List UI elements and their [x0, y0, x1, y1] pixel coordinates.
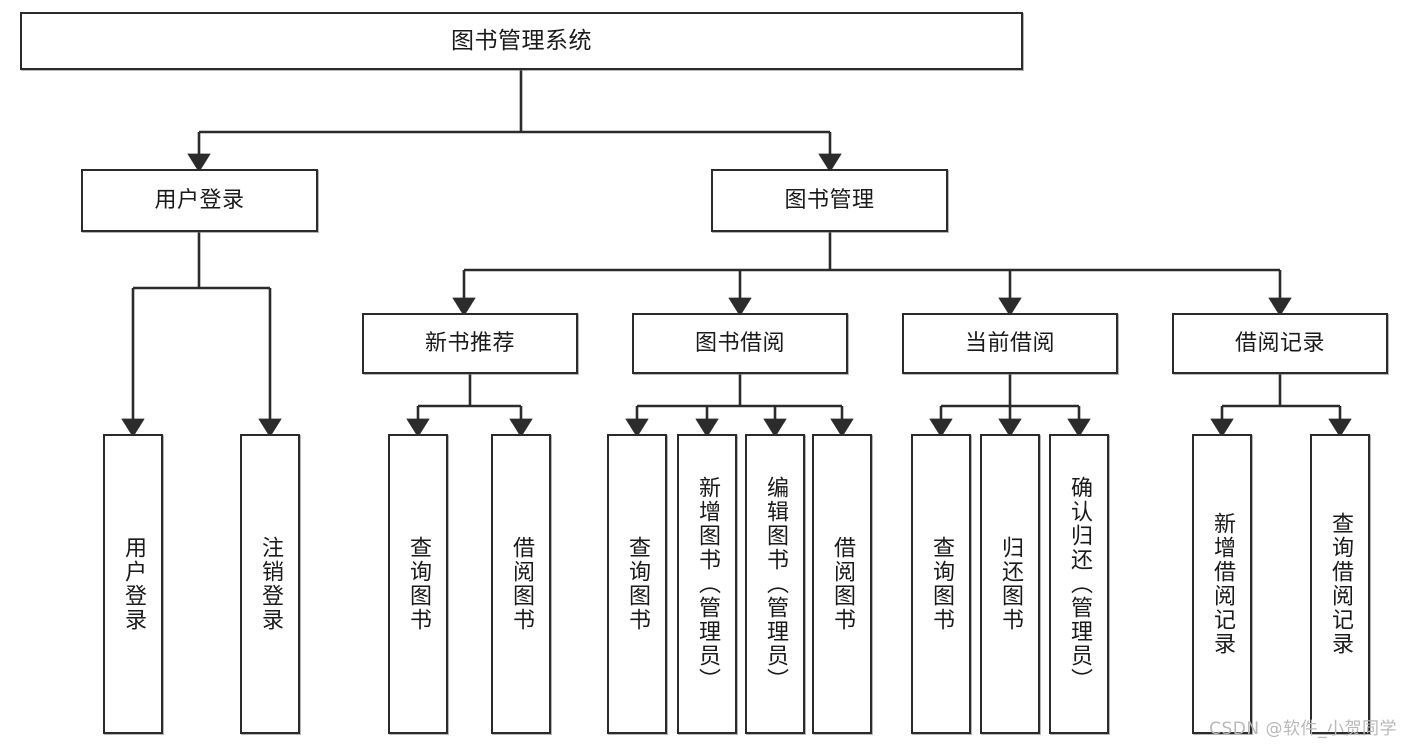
- node-label: 查询图书: [928, 536, 954, 632]
- node-label: 新增借阅记录: [1209, 512, 1235, 656]
- node-label: 图书管理: [784, 187, 875, 213]
- node-label: 新增图书（管理员）: [694, 476, 720, 692]
- leaf-borrow-record-query-record[interactable]: 查询借阅记录: [1310, 434, 1370, 734]
- node-borrowing-records[interactable]: 借阅记录: [1172, 313, 1388, 374]
- node-label: 查询图书: [405, 536, 431, 632]
- leaf-borrow-book-add-book-admin[interactable]: 新增图书（管理员）: [677, 434, 737, 734]
- node-label: 注销登录: [257, 536, 283, 632]
- node-label: 借阅图书: [829, 536, 855, 632]
- node-label: 图书管理系统: [451, 27, 592, 54]
- leaf-borrow-book-edit-book-admin[interactable]: 编辑图书（管理员）: [745, 434, 805, 734]
- node-label: 图书借阅: [694, 330, 785, 356]
- leaf-new-book-borrow-book[interactable]: 借阅图书: [491, 434, 551, 734]
- node-book-management[interactable]: 图书管理: [711, 169, 948, 232]
- node-root-book-management-system[interactable]: 图书管理系统: [20, 12, 1023, 70]
- leaf-current-borrow-return-book[interactable]: 归还图书: [980, 434, 1040, 734]
- leaf-current-borrow-confirm-return-admin[interactable]: 确认归还（管理员）: [1049, 434, 1109, 734]
- node-label: 用户登录: [120, 536, 146, 632]
- leaf-user-login-logout[interactable]: 注销登录: [240, 434, 300, 734]
- leaf-borrow-book-borrow-book[interactable]: 借阅图书: [812, 434, 872, 734]
- node-label: 查询借阅记录: [1327, 512, 1353, 656]
- csdn-watermark: CSDN @软件_小贺同学: [1209, 719, 1397, 739]
- leaf-current-borrow-query-book[interactable]: 查询图书: [911, 434, 971, 734]
- node-label: 借阅记录: [1234, 330, 1325, 356]
- node-label: 编辑图书（管理员）: [762, 476, 788, 692]
- node-label: 当前借阅: [964, 330, 1055, 356]
- node-book-borrowing[interactable]: 图书借阅: [632, 313, 848, 374]
- node-user-login[interactable]: 用户登录: [81, 169, 318, 232]
- leaf-borrow-book-query-book[interactable]: 查询图书: [607, 434, 667, 734]
- node-label: 查询图书: [624, 536, 650, 632]
- node-label: 归还图书: [997, 536, 1023, 632]
- node-label: 借阅图书: [508, 536, 534, 632]
- leaf-new-book-query-book[interactable]: 查询图书: [388, 434, 448, 734]
- leaf-user-login-login[interactable]: 用户登录: [103, 434, 163, 734]
- node-label: 确认归还（管理员）: [1066, 476, 1092, 692]
- node-label: 新书推荐: [424, 330, 515, 356]
- leaf-borrow-record-add-record[interactable]: 新增借阅记录: [1192, 434, 1252, 734]
- node-label: 用户登录: [154, 187, 245, 213]
- node-current-borrowing[interactable]: 当前借阅: [902, 313, 1118, 374]
- node-new-book-recommendation[interactable]: 新书推荐: [362, 313, 578, 374]
